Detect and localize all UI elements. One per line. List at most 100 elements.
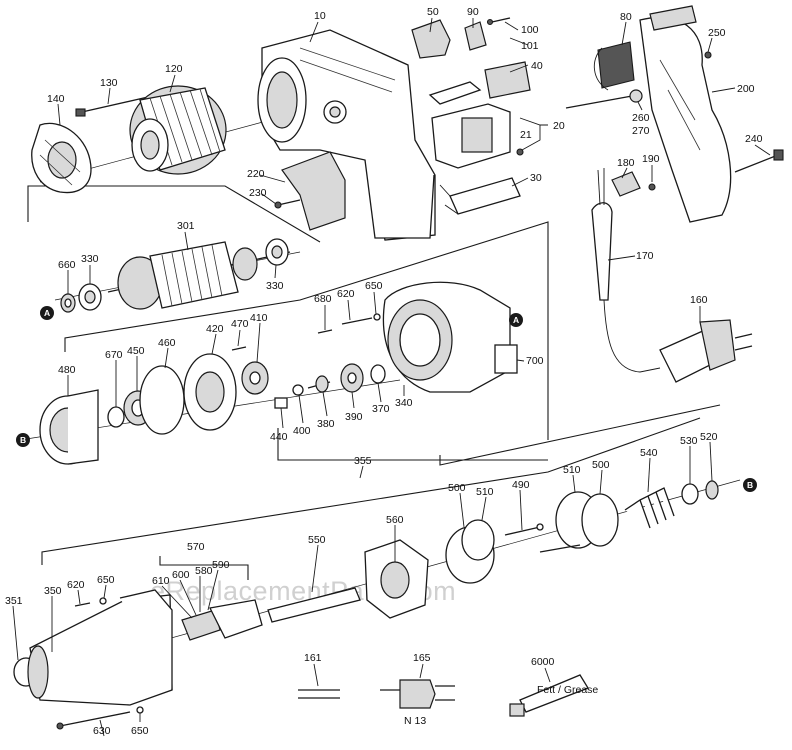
label-350: 350 [44,585,62,597]
part-480-gear-cup [39,389,99,465]
part-100-screw [486,17,511,26]
part-700-gear-housing [382,281,518,393]
part-560-clutch [364,539,429,619]
label-650-upper: 650 [365,280,383,292]
part-370-gear [370,364,386,384]
label-30: 30 [530,172,542,184]
label-510-left: 510 [476,486,494,498]
label-301: 301 [177,220,195,232]
part-490-pin [504,523,544,536]
part-470-pin [231,346,247,351]
label-380: 380 [317,418,335,430]
part-410-gear [241,361,269,395]
label-530: 530 [680,435,698,447]
label-260: 260 [632,112,650,124]
part-90-switch-part [464,21,487,51]
assembly-group-lines [27,185,721,580]
label-650-mid: 650 [97,574,115,586]
label-420: 420 [206,323,224,335]
part-330-bearing-right [265,238,289,266]
part-620-screw-upper [341,317,373,325]
svg-text:A: A [513,315,519,325]
label-500-left: 500 [448,482,466,494]
part-170-power-cord [591,168,661,373]
part-540-spring [624,487,675,529]
part-650-washer-upper [373,313,381,321]
label-680: 680 [314,293,332,305]
label-180: 180 [617,157,635,169]
part-650-washer-mid [99,597,107,605]
part-380-pinion [307,375,331,393]
label-410: 410 [250,312,268,324]
label-480: 480 [58,364,76,376]
diagram-note: N 13 [404,715,426,727]
label-390: 390 [345,411,363,423]
part-50-switch-clip [411,19,451,59]
part-650-washer-lower [136,706,144,714]
part-390-gear [340,363,364,393]
label-330-left: 330 [81,253,99,265]
part-301-armature [107,241,291,310]
label-550: 550 [308,534,326,546]
label-50: 50 [427,6,439,18]
label-270: 270 [632,125,650,137]
part-160-plug [659,319,753,383]
label-190: 190 [642,153,660,165]
label-590: 590 [212,559,230,571]
label-200: 200 [737,83,755,95]
label-440: 440 [270,431,288,443]
label-370: 370 [372,403,390,415]
label-80: 80 [620,11,632,23]
part-460-oring [139,365,185,435]
reference-marker-b-left: B [16,433,30,447]
label-170: 170 [636,250,654,262]
part-660-bearing [60,293,76,313]
label-230: 230 [249,187,267,199]
label-490: 490 [512,479,530,491]
part-80-cord-clamp [593,41,635,91]
label-630: 630 [93,725,111,737]
part-680-pin [317,329,333,334]
label-100: 100 [521,24,539,36]
part-40-switch-brush [428,61,531,105]
part-440-bushing [274,397,288,409]
label-21: 21 [520,129,532,141]
label-90: 90 [467,6,479,18]
part-161-wire [298,689,340,699]
part-20-switch [431,103,511,169]
label-600: 600 [172,569,190,581]
part-140-end-shield [31,122,92,194]
label-130: 130 [100,77,118,89]
part-330-bearing-left [78,283,102,311]
label-520: 520 [700,431,718,443]
label-101: 101 [521,40,539,52]
part-240-screw [734,149,784,173]
part-180-cable-clip [611,171,641,197]
svg-text:B: B [20,435,26,445]
leader-lines [12,17,771,737]
part-21-screw [516,148,524,156]
part-220-cover [281,151,346,231]
part-120-field-coil [129,85,227,175]
part-570-depth-stop [181,599,263,641]
svg-text:B: B [747,480,753,490]
label-470: 470 [231,318,249,330]
label-580: 580 [195,565,213,577]
label-160: 160 [690,294,708,306]
label-20: 20 [553,120,565,132]
label-700: 700 [526,355,544,367]
part-510-ring-left [461,519,495,561]
part-500-ring-right [581,493,619,547]
label-140: 140 [47,93,65,105]
label-540: 540 [640,447,658,459]
label-250: 250 [708,27,726,39]
label-340: 340 [395,397,413,409]
part-630-screw [56,711,131,730]
part-420-bearing-plate [183,353,237,431]
svg-text:A: A [44,308,50,318]
part-400-washer [292,384,304,396]
label-450: 450 [127,345,145,357]
label-670: 670 [105,349,123,361]
label-620-upper: 620 [337,288,355,300]
reference-marker-b-right: B [743,478,757,492]
